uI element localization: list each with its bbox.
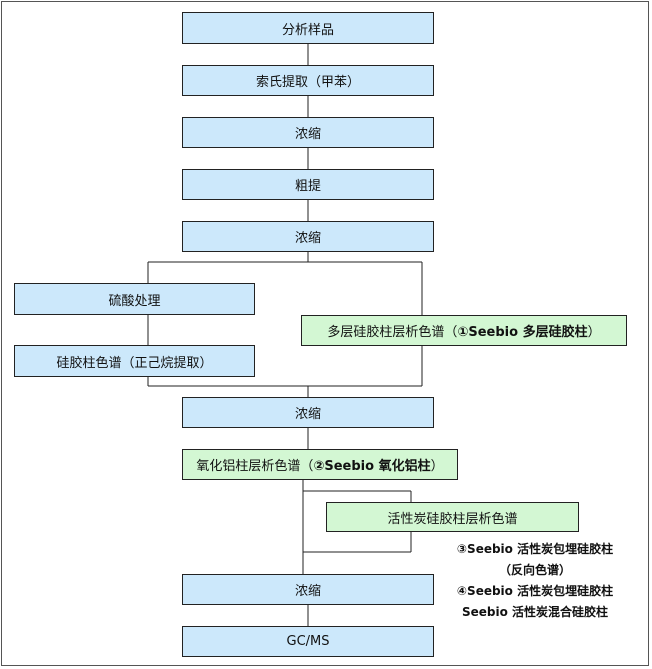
- step-alumina: 氧化铝柱层析色谱（②Seebio 氧化铝柱）: [182, 449, 458, 480]
- step-silica-column: 硅胶柱色谱（正己烷提取）: [14, 345, 255, 377]
- step-gcms: GC/MS: [182, 626, 434, 657]
- step-gcms-label: GC/MS: [286, 634, 330, 649]
- note-product-3-line2: （反向色谱）: [498, 563, 571, 577]
- step-concentrate-1: 浓缩: [182, 117, 434, 148]
- step-carbon-silica-label: 活性炭硅胶柱层析色谱: [387, 511, 518, 527]
- note-product-4: ④Seebio 活性炭包埋硅胶柱 Seebio 活性炭混合硅胶柱: [430, 582, 640, 620]
- step-alumina-product: ②Seebio 氧化铝柱: [313, 459, 431, 474]
- step-sample: 分析样品: [182, 12, 434, 44]
- step-concentrate-2-label: 浓缩: [294, 231, 321, 246]
- step-concentrate-3: 浓缩: [182, 397, 434, 428]
- step-sulfuric: 硫酸处理: [14, 283, 255, 315]
- step-multilayer-product: ①Seebio 多层硅胶柱: [457, 325, 588, 340]
- step-concentrate-3-label: 浓缩: [294, 407, 321, 422]
- step-concentrate-2: 浓缩: [182, 221, 434, 252]
- step-concentrate-4: 浓缩: [182, 574, 434, 605]
- step-sample-label: 分析样品: [281, 22, 334, 38]
- step-soxhlet: 索氏提取（甲苯）: [182, 65, 434, 96]
- step-concentrate-4-label: 浓缩: [294, 584, 321, 599]
- step-multilayer-prefix: 多层硅胶柱层析色谱（: [327, 325, 458, 340]
- note-product-4-line2: Seebio 活性炭混合硅胶柱: [461, 605, 609, 619]
- step-crude: 粗提: [182, 169, 434, 200]
- step-carbon-silica: 活性炭硅胶柱层析色谱: [326, 502, 579, 532]
- step-crude-label: 粗提: [294, 179, 321, 194]
- step-multilayer-suffix: ）: [587, 325, 601, 340]
- step-alumina-prefix: 氧化铝柱层析色谱（: [196, 459, 314, 474]
- step-multilayer-silica: 多层硅胶柱层析色谱（①Seebio 多层硅胶柱）: [301, 315, 627, 346]
- step-soxhlet-label: 索氏提取（甲苯）: [255, 75, 360, 90]
- note-product-4-line1: ④Seebio 活性炭包埋硅胶柱: [456, 584, 614, 598]
- step-silica-column-label: 硅胶柱色谱（正己烷提取）: [56, 355, 213, 371]
- note-product-3: ③Seebio 活性炭包埋硅胶柱 （反向色谱）: [430, 540, 640, 578]
- step-alumina-suffix: ）: [430, 459, 444, 474]
- step-concentrate-1-label: 浓缩: [294, 127, 321, 142]
- note-product-3-line1: ③Seebio 活性炭包埋硅胶柱: [456, 542, 614, 556]
- step-sulfuric-label: 硫酸处理: [108, 293, 161, 309]
